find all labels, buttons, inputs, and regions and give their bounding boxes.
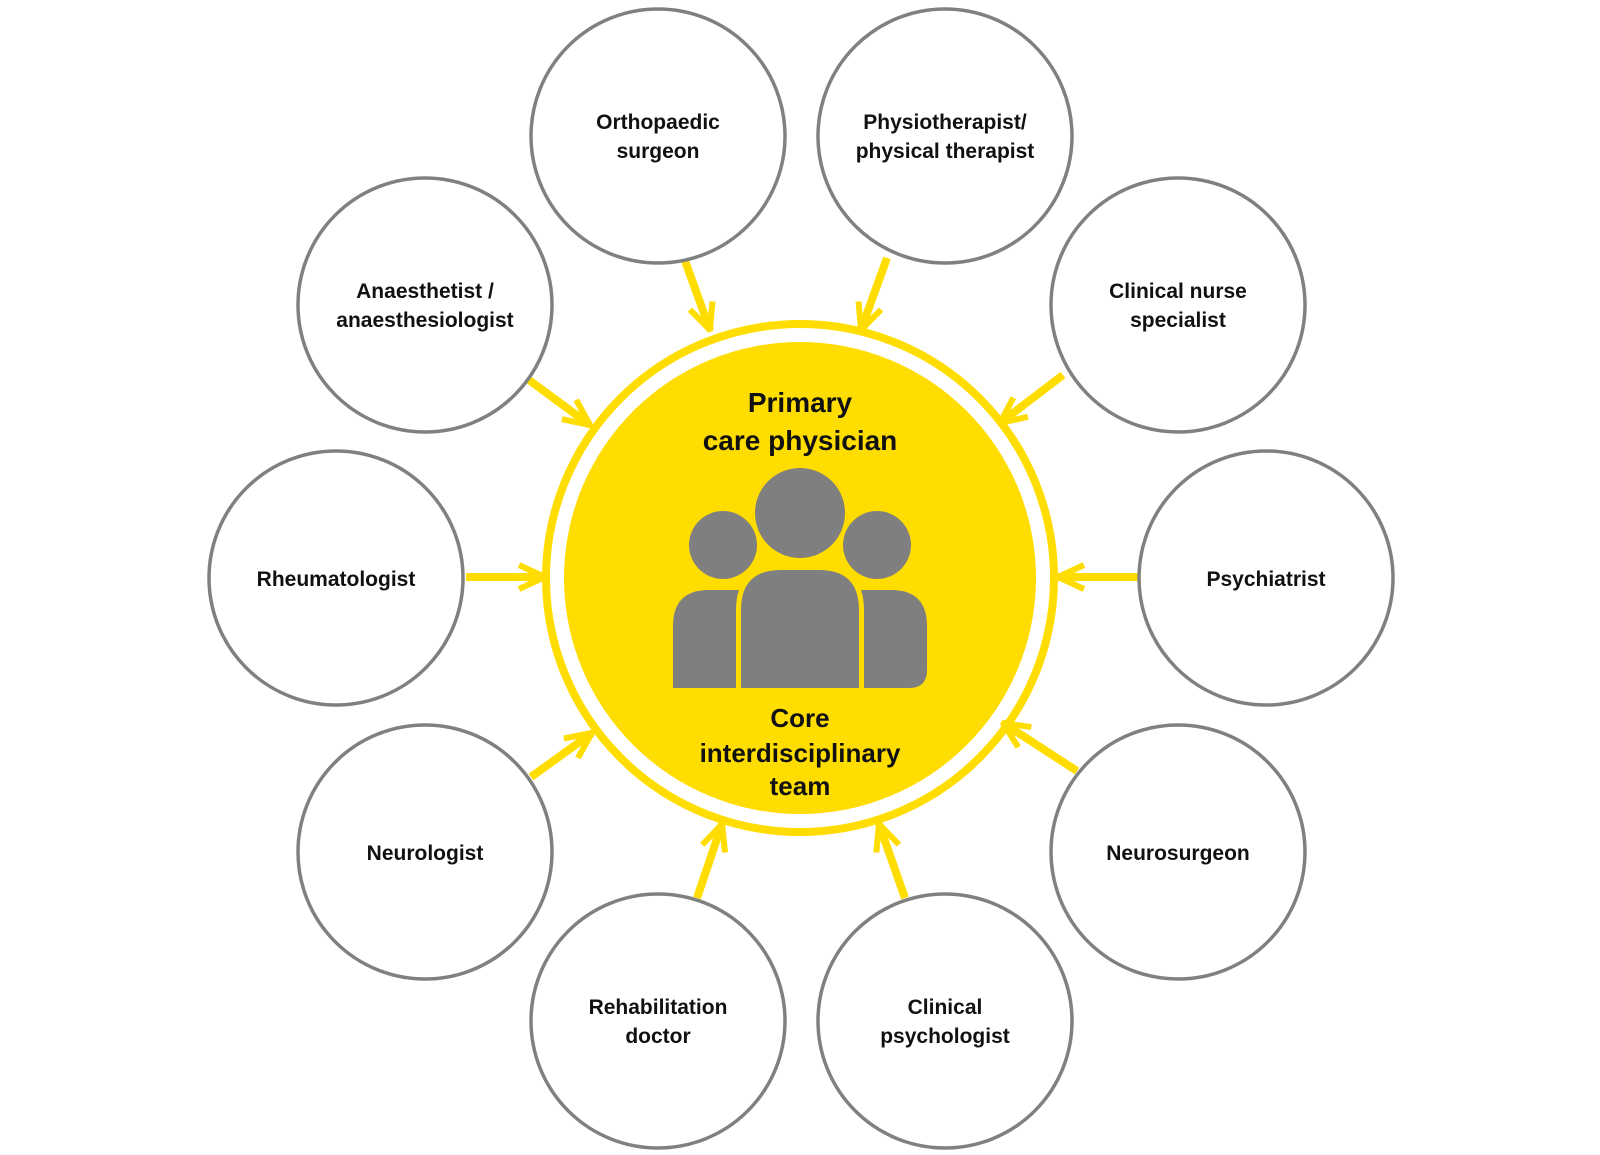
center-title-line2: care physician (703, 425, 898, 456)
center-subtitle-line1: Core (770, 703, 829, 733)
specialist-node-anaesthetist: Anaesthetist / anaesthesiologist (296, 176, 554, 434)
node-label-line1: Psychiatrist (1206, 568, 1325, 591)
node-label-line2: physical therapist (856, 140, 1035, 163)
specialist-node-psychiatrist: Psychiatrist (1137, 449, 1395, 707)
arrow-clinical-psychologist (879, 824, 909, 900)
node-label-line2: surgeon (617, 140, 700, 163)
node-label-line2: doctor (625, 1025, 690, 1048)
specialist-node-neurosurgeon: Neurosurgeon (1049, 723, 1307, 981)
node-label-line2: specialist (1130, 309, 1226, 332)
arrow-neurologist (528, 733, 592, 781)
arrow-rehabilitation-doctor (693, 824, 722, 900)
specialist-node-orthopaedic-surgeon: Orthopaedic surgeon (529, 7, 787, 265)
arrow-anaesthetist (526, 376, 590, 425)
node-label-line1: Rheumatologist (257, 568, 416, 591)
people-group-icon (673, 468, 927, 693)
specialist-node-clinical-psychologist: Clinical psychologist (816, 892, 1074, 1150)
node-label-line1: Neurosurgeon (1106, 842, 1250, 865)
center-subtitle-line3: team (770, 771, 831, 801)
node-label-line1: Clinical (908, 996, 983, 1019)
specialist-node-rheumatologist: Rheumatologist (207, 449, 465, 707)
node-label-line2: psychologist (880, 1025, 1010, 1048)
center-hub: Primary care physician Core interdiscipl… (542, 320, 1058, 836)
arrow-orthopaedic-surgeon (680, 256, 710, 330)
node-label-line1: Neurologist (367, 842, 484, 865)
center-subtitle-line2: interdisciplinary (700, 738, 901, 768)
node-label-line2: anaesthesiologist (336, 309, 513, 332)
center-title-line1: Primary (748, 387, 853, 418)
node-label-line1: Physiotherapist/ (863, 111, 1027, 134)
arrow-neurosurgeon (1003, 723, 1080, 775)
node-label-line1: Rehabilitation (589, 996, 728, 1019)
specialist-node-clinical-nurse-specialist: Clinical nurse specialist (1049, 176, 1307, 434)
connector-arrows (466, 256, 1139, 900)
arrow-clinical-nurse-specialist (1000, 371, 1066, 423)
node-label-line1: Orthopaedic (596, 111, 720, 134)
specialist-node-rehabilitation-doctor: Rehabilitation doctor (529, 892, 787, 1150)
node-label-line1: Clinical nurse (1109, 280, 1247, 303)
specialist-node-neurologist: Neurologist (296, 723, 554, 981)
center-outer-ring (542, 320, 1058, 836)
arrow-physiotherapist (861, 256, 891, 330)
specialist-node-physiotherapist: Physiotherapist/ physical therapist (816, 7, 1074, 265)
node-label-line1: Anaesthetist / (356, 280, 494, 303)
